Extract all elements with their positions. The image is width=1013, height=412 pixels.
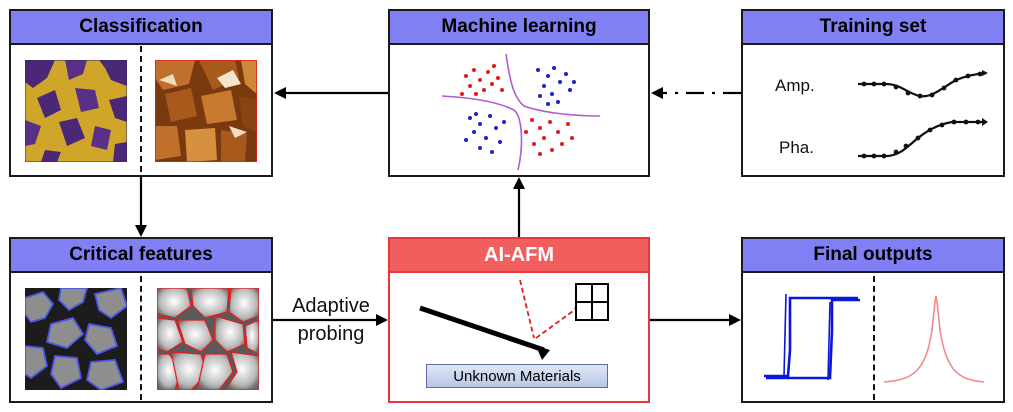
training-set-title: Training set: [743, 11, 1003, 45]
decision-boundary-right: [505, 54, 600, 117]
amplitude-label: Amp.: [775, 76, 815, 95]
adaptive-probing-label: Adaptive probing: [276, 292, 386, 348]
laser-incident: [519, 279, 535, 339]
afm-cantilever-diagram: [419, 279, 609, 360]
machine-learning-panel: Machine learning: [388, 9, 650, 177]
phase-map-image: [25, 60, 127, 162]
cantilever-tip: [536, 346, 550, 360]
training-set-panel: Training set: [741, 9, 1005, 177]
classification-title: Classification: [11, 11, 271, 45]
blue-cluster-top-right: [536, 66, 576, 106]
red-cluster-bottom-right: [524, 118, 574, 156]
blue-cluster-bottom-left: [464, 112, 506, 154]
photodetector: [575, 283, 609, 321]
phase-curve: [858, 118, 988, 159]
grain-segmentation-image: [157, 288, 259, 390]
cantilever: [419, 305, 545, 353]
phase-label: Pha.: [779, 138, 814, 157]
feature-outline-image: [25, 288, 127, 390]
final-outputs-title: Final outputs: [743, 239, 1003, 273]
critical-features-divider: [140, 276, 142, 400]
amplitude-curve: [858, 70, 988, 99]
resonance-peak: [884, 295, 984, 383]
critical-features-title: Critical features: [11, 239, 271, 273]
ai-afm-title: AI-AFM: [390, 239, 648, 273]
classifier-scatter: [441, 54, 600, 170]
adaptive-probing-line1: Adaptive: [292, 295, 370, 317]
red-cluster-top-left: [460, 64, 504, 96]
topography-image: [155, 60, 257, 162]
decision-boundary-left: [441, 95, 523, 170]
classification-divider: [140, 46, 142, 172]
machine-learning-title: Machine learning: [390, 11, 648, 45]
final-outputs-divider: [873, 276, 875, 400]
hysteresis-loop: [764, 293, 860, 381]
unknown-materials-sample: Unknown Materials: [426, 364, 608, 388]
adaptive-probing-line2: probing: [297, 323, 365, 345]
laser-reflected: [535, 305, 581, 339]
